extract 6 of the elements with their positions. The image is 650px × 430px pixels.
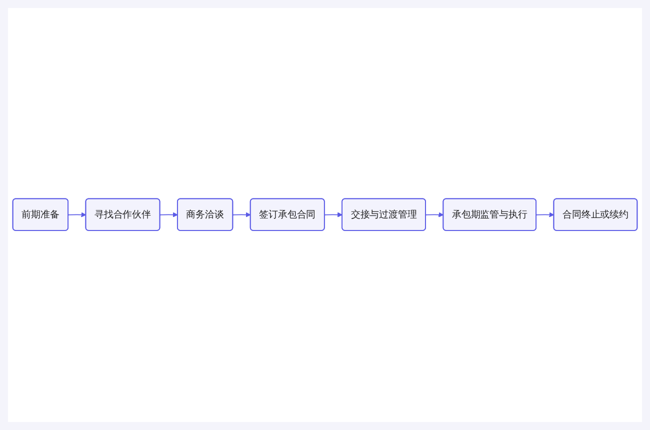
arrow: [425, 212, 444, 218]
arrow: [232, 212, 251, 218]
arrow: [536, 212, 554, 218]
arrow: [160, 212, 178, 218]
arrow: [324, 212, 343, 218]
arrow: [68, 212, 86, 218]
